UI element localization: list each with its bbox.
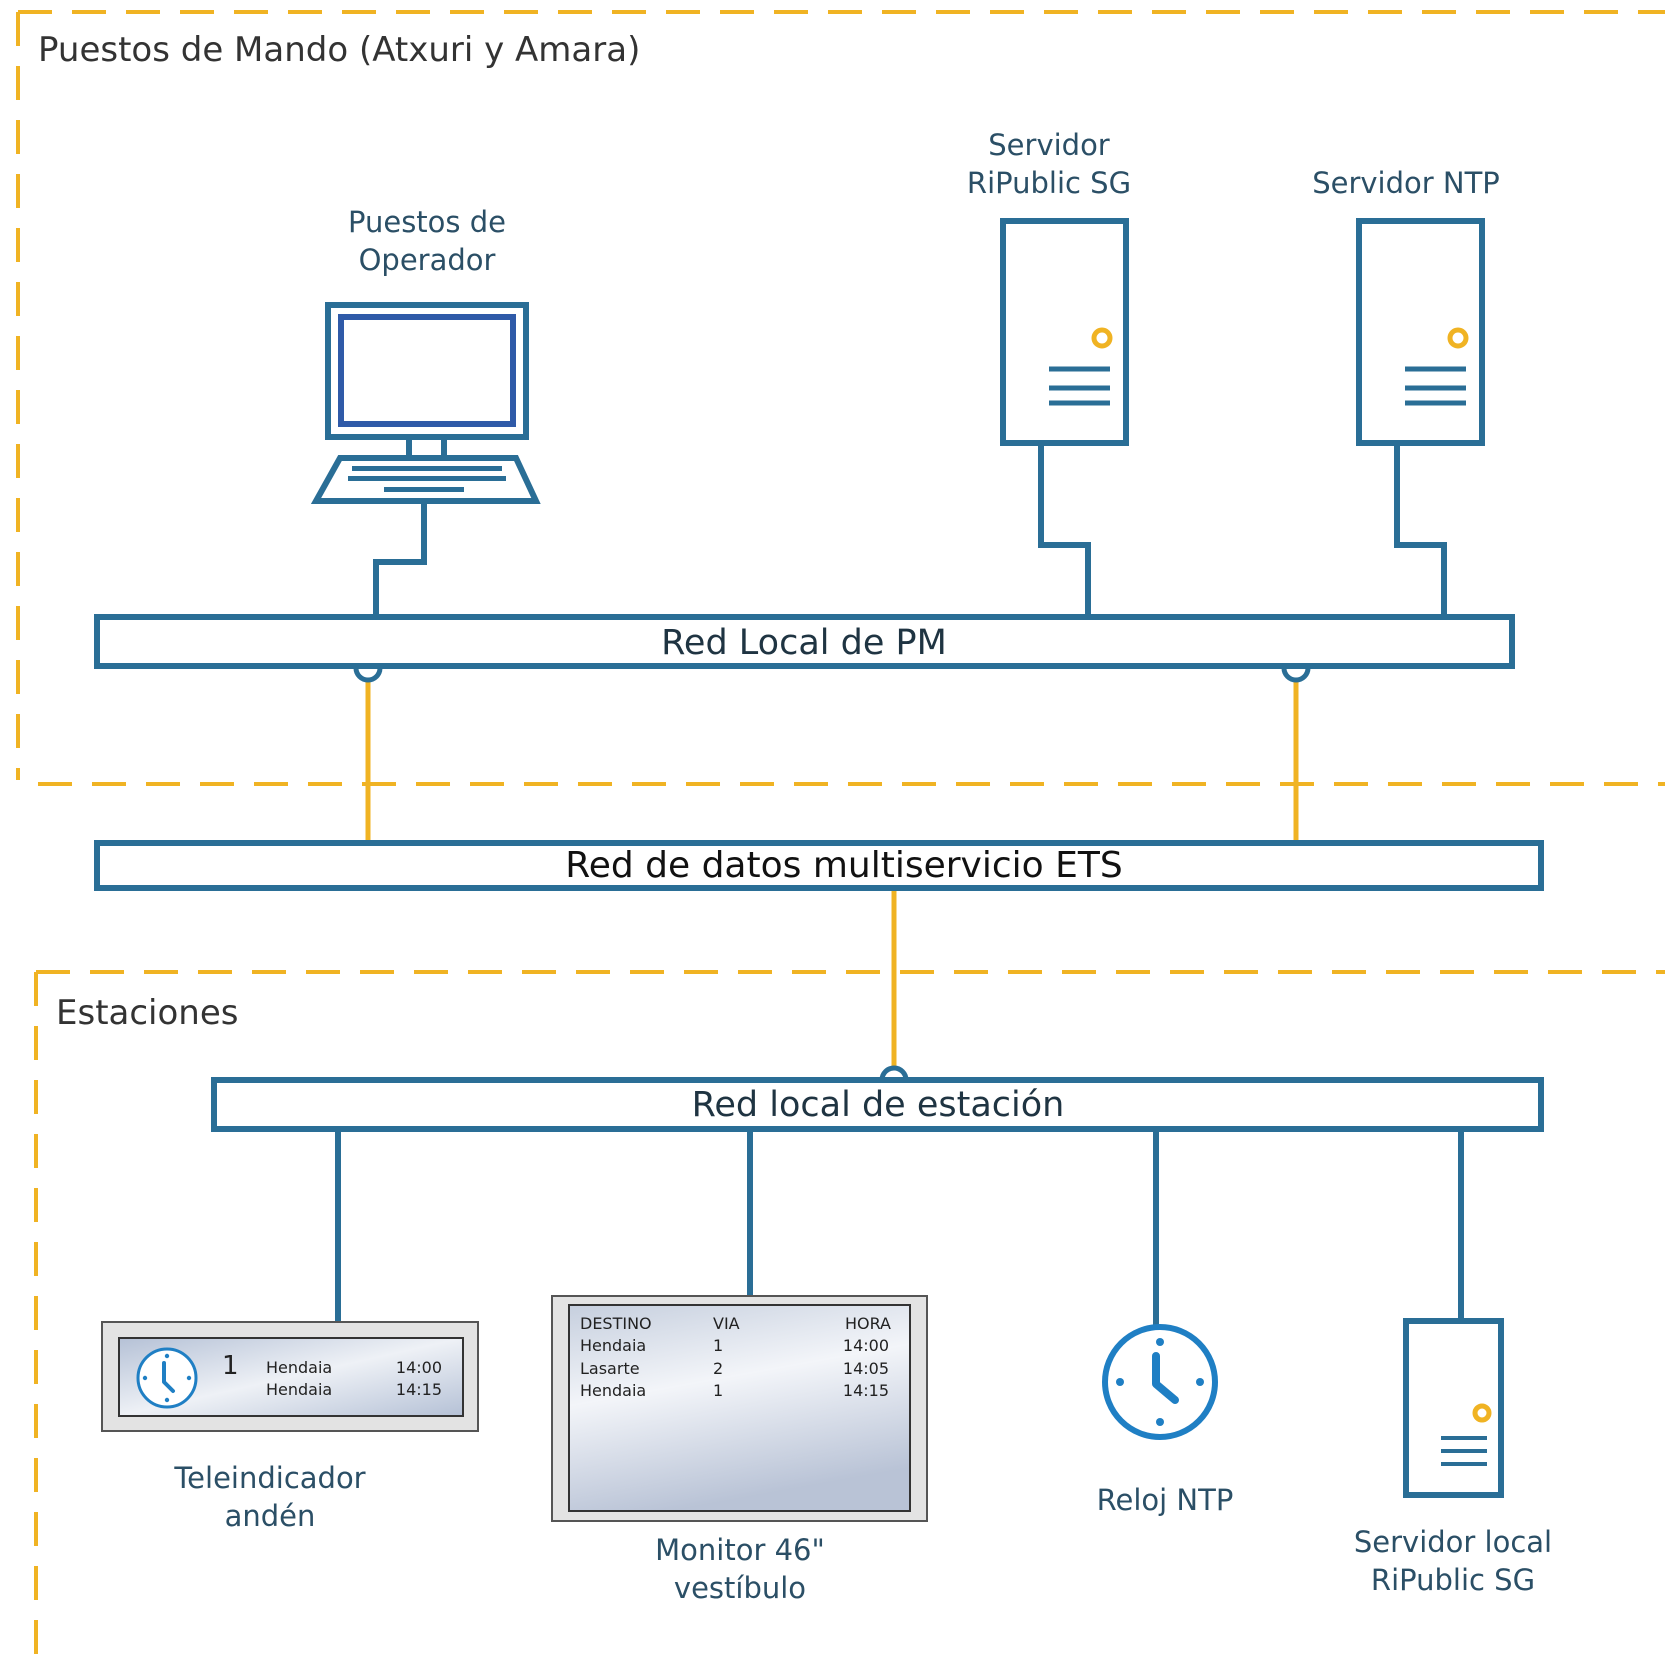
teleindicador-anden: 1 Hendaia 14:00 Hendaia 14:15 Teleindica… bbox=[101, 1321, 479, 1533]
network-red-local-pm-label: Red Local de PM bbox=[661, 623, 947, 663]
teleindicador-row2-dest: Hendaia bbox=[266, 1380, 332, 1399]
network-red-ets-label: Red de datos multiservicio ETS bbox=[565, 845, 1122, 886]
monitor-row1-via: 1 bbox=[713, 1336, 723, 1355]
monitor-label-line2: vestíbulo bbox=[674, 1571, 806, 1605]
inter-network-links bbox=[365, 682, 1299, 1070]
zone-title-estaciones: Estaciones bbox=[56, 993, 238, 1033]
monitor-header-destino: DESTINO bbox=[580, 1314, 652, 1333]
server-local-label-line1: Servidor local bbox=[1354, 1525, 1552, 1559]
teleindicador-label-line2: andén bbox=[225, 1499, 316, 1533]
teleindicador-label-line1: Teleindicador bbox=[173, 1461, 365, 1495]
zone-estaciones: Estaciones bbox=[34, 970, 1665, 1656]
reloj-ntp-label: Reloj NTP bbox=[1097, 1483, 1234, 1517]
monitor-row3-hora: 14:15 bbox=[843, 1381, 889, 1400]
monitor-row2-via: 2 bbox=[713, 1359, 723, 1378]
network-red-local-estacion-label: Red local de estación bbox=[692, 1085, 1065, 1125]
monitor-label-line1: Monitor 46" bbox=[655, 1533, 825, 1567]
monitor-row1-dest: Hendaia bbox=[580, 1336, 646, 1355]
server-sg-label-line1: Servidor bbox=[988, 128, 1110, 162]
operator-workstation: Puestos de Operador bbox=[310, 205, 541, 504]
teleindicador-row1-time: 14:00 bbox=[396, 1358, 442, 1377]
server-local-ripublic-sg: Servidor local RiPublic SG bbox=[1354, 1318, 1552, 1597]
monitor-header-via: VIA bbox=[713, 1314, 740, 1333]
monitor-row1-hora: 14:00 bbox=[843, 1336, 889, 1355]
network-red-local-pm: Red Local de PM bbox=[94, 614, 1515, 669]
device-connections bbox=[335, 446, 1464, 1334]
server-ripublic-sg: Servidor RiPublic SG bbox=[967, 128, 1131, 446]
clock-icon bbox=[136, 1347, 198, 1409]
server-local-label-line2: RiPublic SG bbox=[1371, 1563, 1535, 1597]
reloj-ntp: Reloj NTP bbox=[1097, 1324, 1234, 1517]
server-icon bbox=[1000, 218, 1129, 446]
server-icon bbox=[1403, 1318, 1504, 1498]
monitor-vestibulo: DESTINO VIA HORA Hendaia 1 14:00 Lasarte… bbox=[551, 1295, 928, 1605]
monitor-row3-dest: Hendaia bbox=[580, 1381, 646, 1400]
zone-title-puestos-de-mando: Puestos de Mando (Atxuri y Amara) bbox=[38, 30, 640, 70]
computer-icon bbox=[310, 302, 541, 504]
operator-label-line1: Puestos de bbox=[348, 205, 506, 239]
clock-icon bbox=[1102, 1324, 1218, 1440]
network-red-local-estacion: Red local de estación bbox=[211, 1077, 1544, 1132]
teleindicador-row2-time: 14:15 bbox=[396, 1380, 442, 1399]
monitor-row2-dest: Lasarte bbox=[580, 1359, 640, 1378]
server-icon bbox=[1356, 218, 1485, 446]
server-ntp-label: Servidor NTP bbox=[1312, 166, 1500, 200]
operator-label-line2: Operador bbox=[359, 243, 496, 277]
zone-puestos-de-mando: Puestos de Mando (Atxuri y Amara) bbox=[16, 10, 1665, 786]
monitor-header-hora: HORA bbox=[845, 1314, 891, 1333]
monitor-row3-via: 1 bbox=[713, 1381, 723, 1400]
monitor-row2-hora: 14:05 bbox=[843, 1359, 889, 1378]
teleindicador-track: 1 bbox=[222, 1351, 239, 1381]
network-red-ets: Red de datos multiservicio ETS bbox=[94, 840, 1544, 891]
server-sg-label-line2: RiPublic SG bbox=[967, 166, 1131, 200]
teleindicador-row1-dest: Hendaia bbox=[266, 1358, 332, 1377]
server-ntp: Servidor NTP bbox=[1312, 166, 1500, 446]
